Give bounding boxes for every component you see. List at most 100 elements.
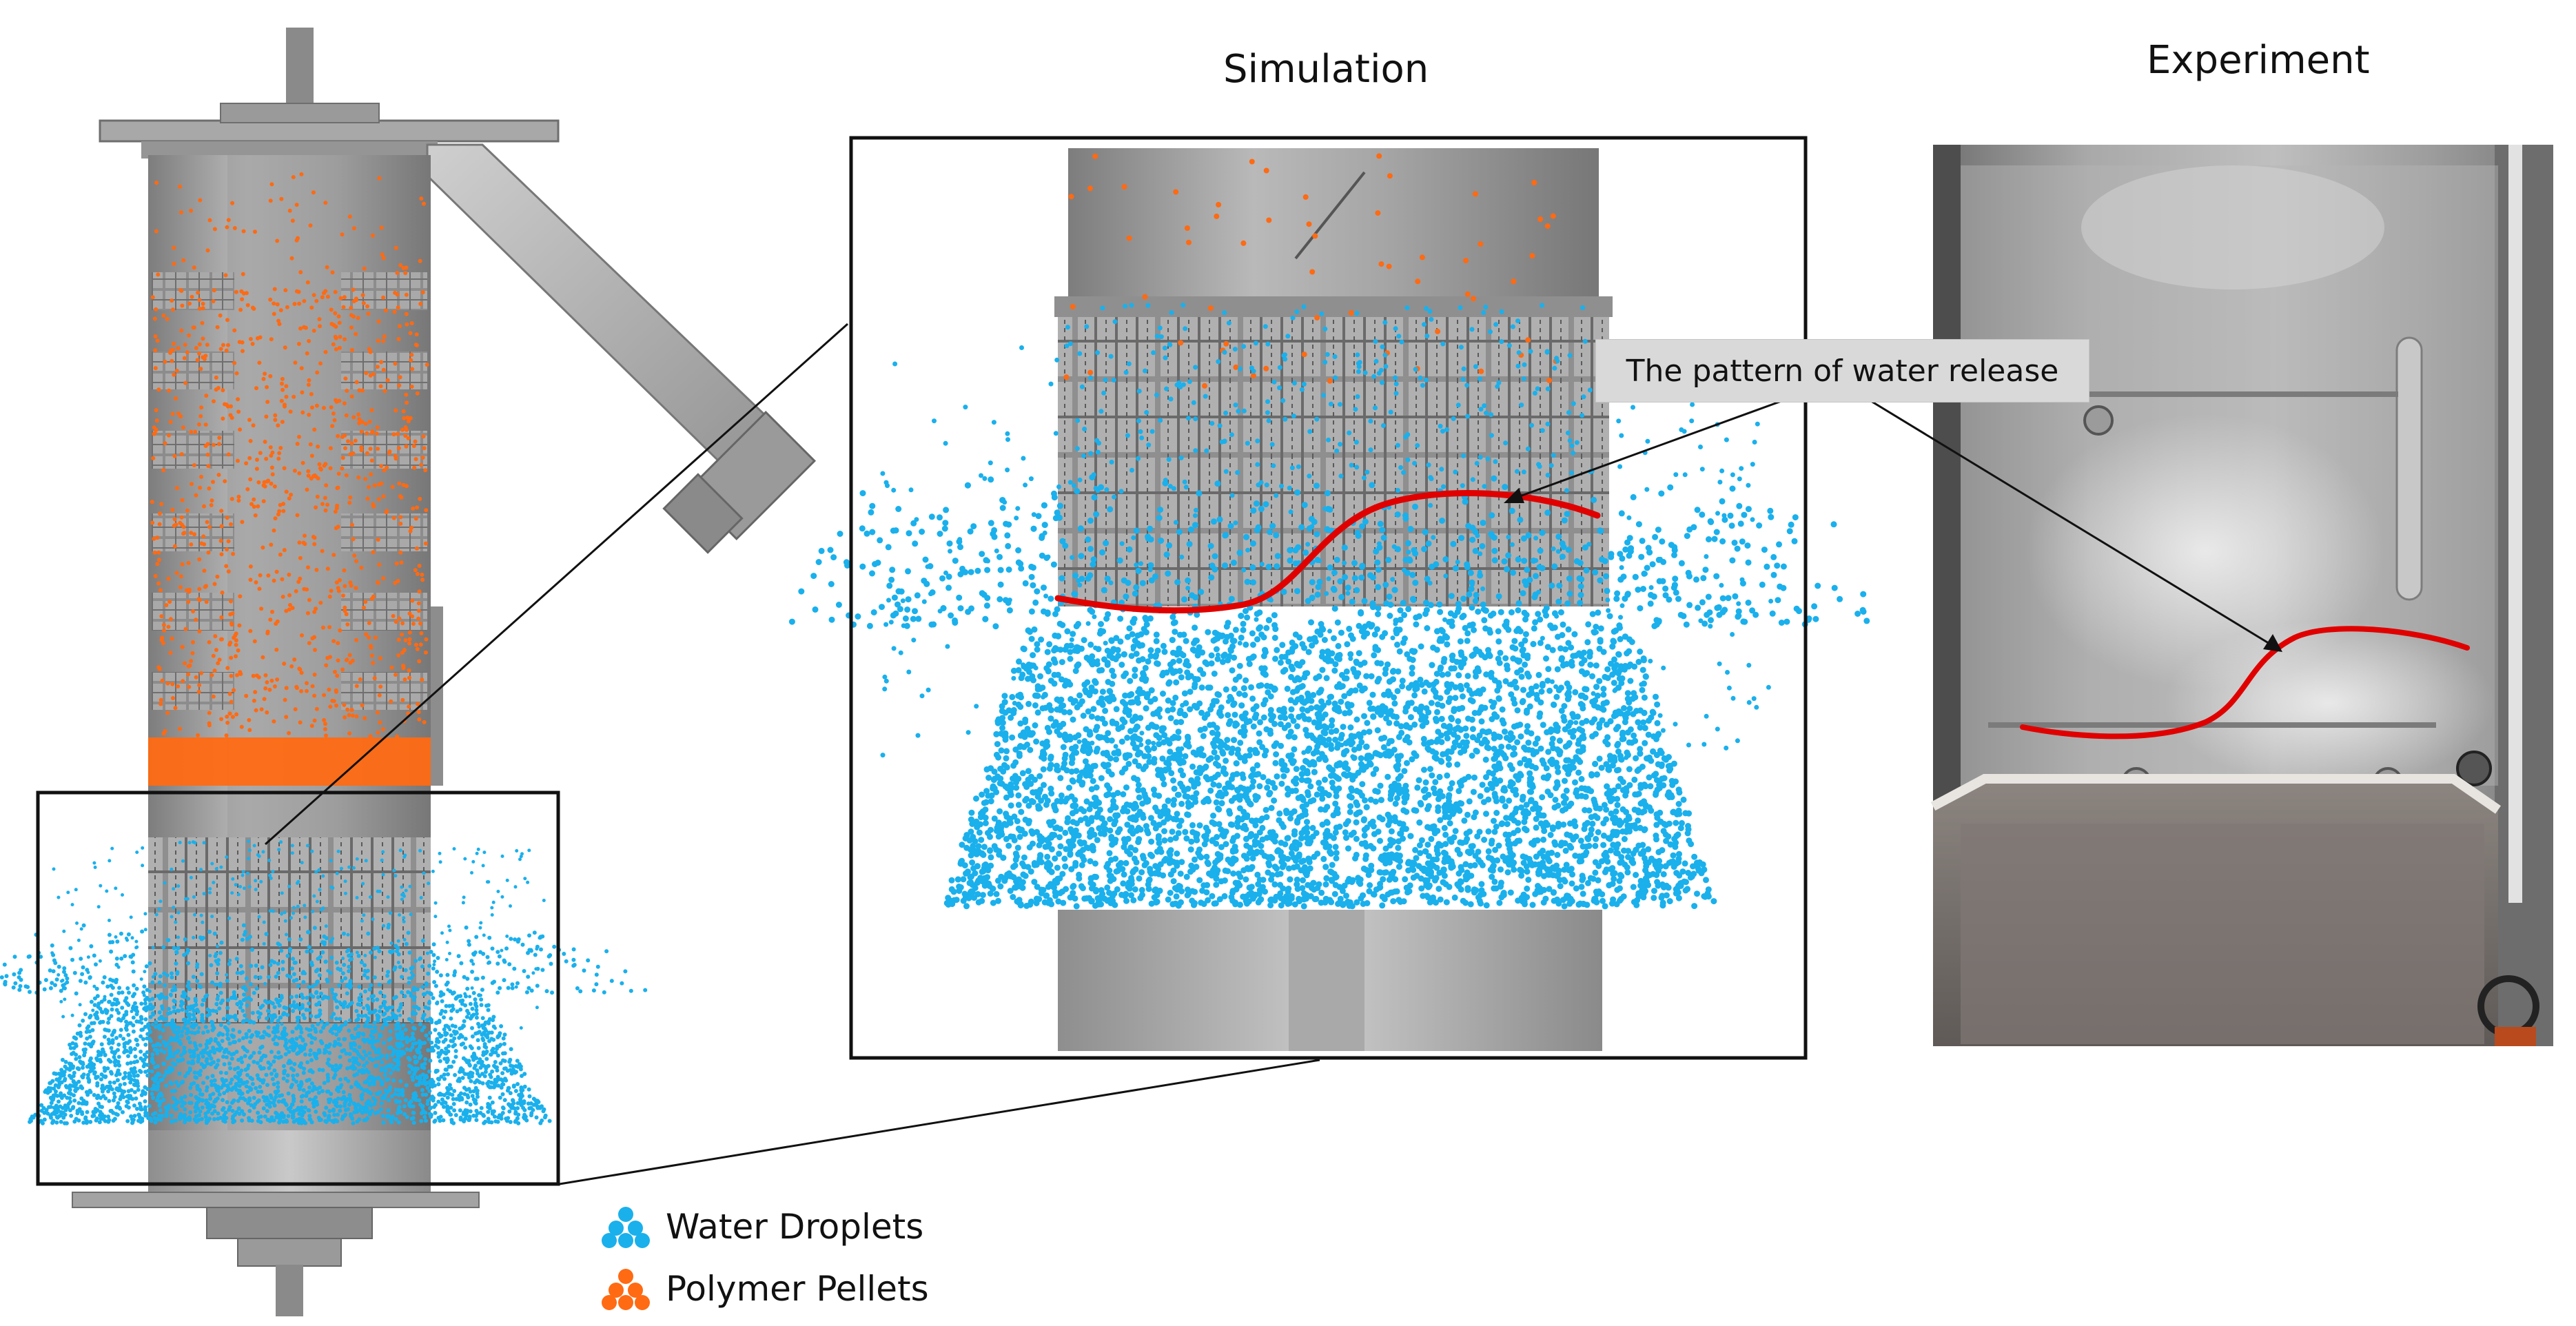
pellet-dot <box>343 715 347 720</box>
pellet-dot <box>287 731 292 735</box>
droplet-dot <box>81 1065 85 1070</box>
droplet-dot <box>187 1048 192 1053</box>
droplet-dot <box>411 1110 416 1115</box>
droplet-dot <box>307 1097 312 1102</box>
droplet-dot <box>393 874 398 878</box>
pellet-dot <box>391 516 396 520</box>
pellet-dot <box>211 480 215 484</box>
droplet-dot <box>72 1093 76 1098</box>
pellet-dot <box>187 684 192 689</box>
pellet-dot <box>351 287 356 292</box>
droplet-dot <box>90 1041 95 1046</box>
droplet-dot <box>468 1001 473 1006</box>
droplet-dot <box>99 1072 104 1077</box>
droplet-dot <box>431 996 436 1001</box>
droplet-dot <box>179 999 184 1004</box>
droplet-dot <box>165 1041 170 1046</box>
droplet-dot <box>53 961 58 966</box>
droplet-dot <box>380 858 384 862</box>
pellet-dot <box>391 613 396 618</box>
pellet-dot <box>277 322 282 327</box>
pellet-dot <box>252 504 256 509</box>
droplet-dot <box>452 1108 457 1113</box>
droplet-dot <box>108 1059 113 1064</box>
droplet-dot <box>376 1076 381 1080</box>
droplet-dot <box>152 1048 157 1052</box>
droplet-dot <box>247 1098 252 1103</box>
pellet-dot <box>212 288 216 293</box>
droplet-dot <box>406 930 411 935</box>
pellet-dot <box>159 697 163 702</box>
pellet-dot <box>187 333 192 338</box>
pellet-dot <box>216 442 221 447</box>
pellet-dot <box>284 715 289 720</box>
droplet-dot <box>354 1057 359 1061</box>
pellet-dot <box>396 638 401 642</box>
pellet-dot <box>405 400 409 405</box>
droplet-dot <box>421 1108 426 1113</box>
droplet-dot <box>431 942 436 947</box>
droplet-dot <box>276 1050 281 1055</box>
droplet-dot <box>524 1118 529 1123</box>
droplet-dot <box>236 1099 241 1103</box>
pellet-dot <box>418 258 422 263</box>
droplet-dot <box>411 965 416 970</box>
droplet-dot <box>363 989 367 994</box>
droplet-dot <box>451 990 456 995</box>
droplet-dot <box>380 1114 385 1118</box>
droplet-dot <box>258 1085 263 1089</box>
droplet-dot <box>499 1024 504 1028</box>
pellet-dot <box>197 683 202 688</box>
droplet-dot <box>307 1052 312 1057</box>
droplet-dot <box>86 970 90 975</box>
pellet-dot <box>199 671 203 675</box>
droplet-dot <box>533 952 538 957</box>
droplet-dot <box>507 1109 512 1114</box>
droplet-dot <box>376 1019 380 1023</box>
pellet-dot <box>170 636 174 641</box>
droplet-dot <box>347 953 351 958</box>
droplet-dot <box>309 1068 313 1072</box>
pellet-dot <box>379 360 384 365</box>
droplet-dot <box>250 1010 255 1015</box>
droplet-dot <box>349 1113 354 1117</box>
droplet-dot <box>479 997 484 1002</box>
droplet-dot <box>429 992 433 997</box>
droplet-dot <box>124 1023 129 1028</box>
droplet-dot <box>158 1035 163 1040</box>
droplet-dot <box>455 1031 459 1035</box>
droplet-dot <box>338 1000 342 1004</box>
droplet-dot <box>283 910 287 915</box>
droplet-dot <box>471 952 476 957</box>
droplet-dot <box>400 990 404 994</box>
pellet-dot <box>1263 365 1269 371</box>
droplet-dot <box>131 969 136 974</box>
droplet-dot <box>156 1113 161 1118</box>
pellet-bed <box>148 737 431 786</box>
droplet-dot <box>312 926 317 930</box>
droplet-dot <box>59 988 63 993</box>
pellet-dot <box>351 299 356 304</box>
droplet-dot <box>261 850 265 854</box>
droplet-dot <box>360 1070 365 1075</box>
droplet-dot <box>442 1072 447 1077</box>
pellet-dot <box>300 410 305 415</box>
droplet-dot <box>299 992 304 997</box>
pellet-dot <box>420 578 425 582</box>
droplet-dot <box>470 870 473 875</box>
droplet-dot <box>309 1120 314 1125</box>
pellet-dot <box>195 358 200 363</box>
droplet-dot <box>45 1111 50 1116</box>
pellet-dot <box>359 448 364 453</box>
droplet-dot <box>424 1119 428 1123</box>
droplet-dot <box>462 1085 467 1090</box>
droplet-dot <box>391 1078 396 1083</box>
pellet-dot <box>269 182 274 187</box>
droplet-dot <box>132 1047 137 1051</box>
droplet-dot <box>249 1034 254 1039</box>
pellet-dot <box>220 590 225 595</box>
droplet-dot <box>229 1057 234 1061</box>
droplet-dot <box>266 1118 271 1122</box>
droplet-dot <box>228 959 232 962</box>
pellet-dot <box>419 631 424 635</box>
